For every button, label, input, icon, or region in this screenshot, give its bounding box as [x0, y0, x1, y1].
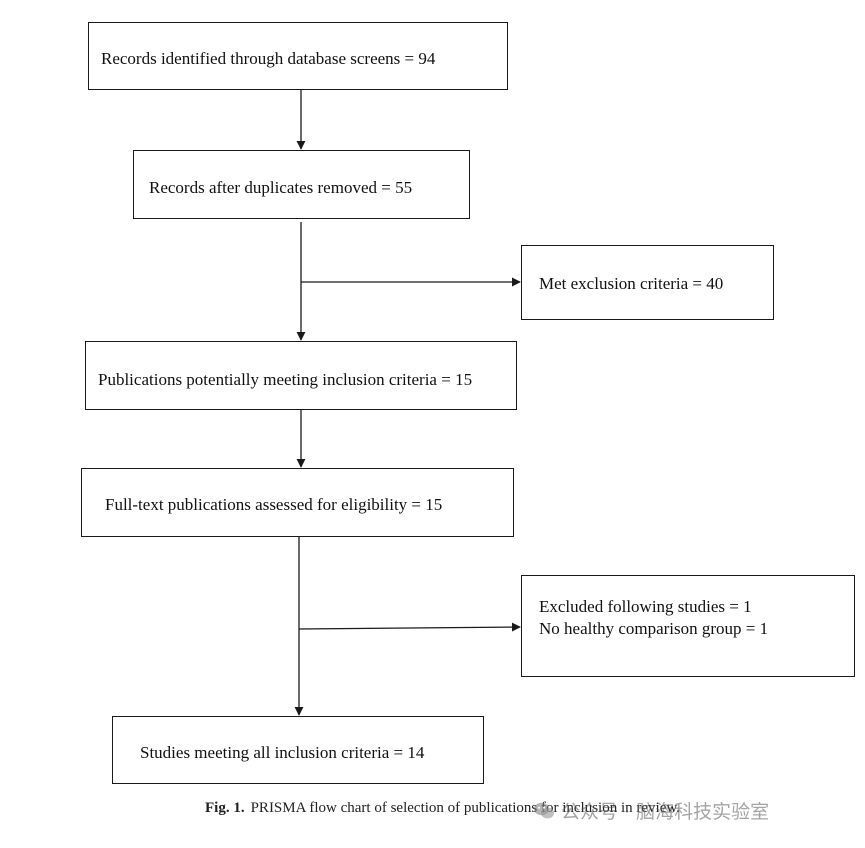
duplicates-removed-text: Records after duplicates removed = 55	[149, 178, 413, 197]
met-exclusion-text: Met exclusion criteria = 40	[539, 274, 724, 293]
met-exclusion-box: Met exclusion criteria = 40	[521, 245, 774, 320]
full-text-assessed-box: Full-text publications assessed for elig…	[81, 468, 514, 537]
figure-caption-text: PRISMA flow chart of selection of public…	[250, 800, 680, 816]
potentially-meeting-box: Publications potentially meeting inclusi…	[85, 341, 517, 410]
full-text-assessed-text: Full-text publications assessed for elig…	[105, 495, 443, 514]
excluded-studies-text: Excluded following studies = 1 No health…	[539, 596, 768, 640]
records-identified-text: Records identified through database scre…	[101, 49, 436, 68]
no-comparison-group-line: No healthy comparison group = 1	[539, 619, 769, 638]
final-included-box: Studies meeting all inclusion criteria =…	[112, 716, 484, 784]
excluded-studies-line: Excluded following studies = 1	[539, 597, 752, 616]
excluded-studies-box: Excluded following studies = 1 No health…	[521, 575, 855, 677]
watermark-text: 公众号 · 脑海科技实验室	[561, 801, 770, 823]
duplicates-removed-box: Records after duplicates removed = 55	[133, 150, 470, 219]
figure-caption: Fig. 1. PRISMA flow chart of selection of…	[205, 800, 680, 817]
final-included-text: Studies meeting all inclusion criteria =…	[140, 743, 425, 762]
figure-label: Fig. 1.	[205, 800, 245, 816]
potentially-meeting-text: Publications potentially meeting inclusi…	[98, 370, 473, 389]
records-identified-box: Records identified through database scre…	[88, 22, 508, 90]
arrow-branch-to-excluded-studies	[298, 622, 521, 632]
wechat-icon	[533, 801, 555, 821]
watermark: 公众号 · 脑海科技实验室	[533, 797, 769, 824]
